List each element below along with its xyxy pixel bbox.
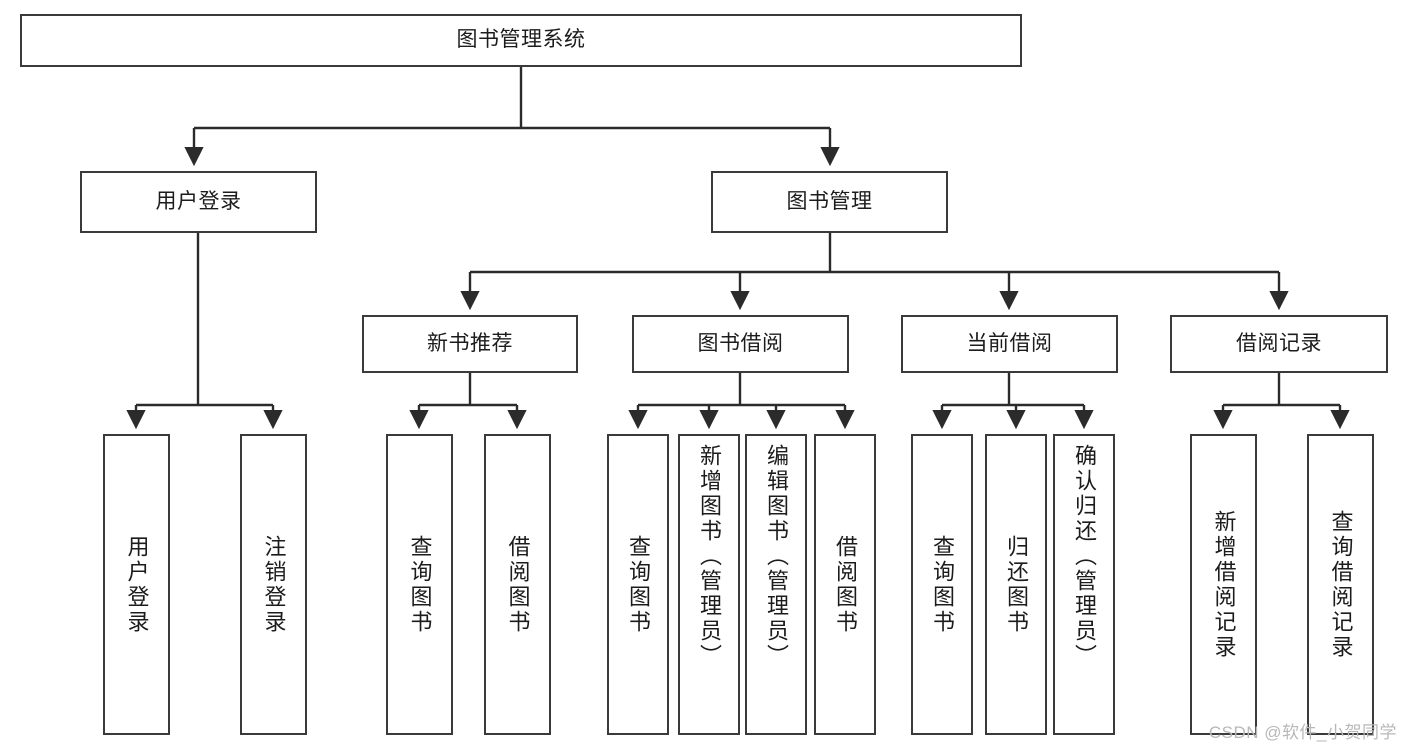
node-new-book-recommend-label: 新书推荐 [427, 331, 513, 355]
watermark-text: CSDN @软件_小贺同学 [1208, 723, 1397, 742]
node-leaf-add-book[interactable]: 新增图书（管理员） [678, 434, 740, 735]
node-leaf-borrow-book[interactable]: 借阅图书 [814, 434, 876, 735]
node-borrow-record-label: 借阅记录 [1236, 331, 1322, 355]
node-user-login-label: 用户登录 [155, 189, 242, 213]
node-leaf-confirm-return-label: 确认归还（管理员） [1072, 444, 1097, 669]
node-leaf-query-book-cur-label: 查询图书 [930, 534, 955, 635]
node-leaf-edit-book[interactable]: 编辑图书（管理员） [745, 434, 807, 735]
node-leaf-query-book-rec-label: 查询图书 [407, 534, 433, 635]
node-leaf-query-book-borrow[interactable]: 查询图书 [607, 434, 669, 735]
node-leaf-query-record[interactable]: 查询借阅记录 [1307, 434, 1374, 735]
node-leaf-query-book-rec[interactable]: 查询图书 [386, 434, 453, 735]
node-new-book-recommend[interactable]: 新书推荐 [362, 315, 578, 373]
node-leaf-query-book-borrow-label: 查询图书 [626, 534, 651, 635]
node-leaf-add-record[interactable]: 新增借阅记录 [1190, 434, 1257, 735]
node-book-management[interactable]: 图书管理 [711, 171, 948, 233]
node-leaf-return-book-label: 归还图书 [1004, 534, 1029, 635]
node-book-borrow[interactable]: 图书借阅 [632, 315, 849, 373]
node-current-borrow-label: 当前借阅 [966, 331, 1053, 355]
node-borrow-record[interactable]: 借阅记录 [1170, 315, 1388, 373]
node-leaf-borrow-book-label: 借阅图书 [833, 534, 858, 635]
node-root[interactable]: 图书管理系统 [20, 14, 1022, 67]
node-leaf-add-book-label: 新增图书（管理员） [697, 444, 722, 669]
node-leaf-user-login[interactable]: 用户登录 [103, 434, 170, 735]
node-leaf-borrow-book-rec[interactable]: 借阅图书 [484, 434, 551, 735]
node-leaf-logout[interactable]: 注销登录 [240, 434, 307, 735]
node-leaf-user-login-label: 用户登录 [124, 534, 150, 635]
node-root-label: 图书管理系统 [456, 28, 586, 52]
node-book-management-label: 图书管理 [786, 189, 873, 213]
node-book-borrow-label: 图书借阅 [697, 331, 784, 355]
node-leaf-confirm-return[interactable]: 确认归还（管理员） [1053, 434, 1115, 735]
node-user-login[interactable]: 用户登录 [80, 171, 317, 233]
node-current-borrow[interactable]: 当前借阅 [901, 315, 1118, 373]
node-leaf-add-record-label: 新增借阅记录 [1211, 509, 1237, 660]
node-leaf-query-book-cur[interactable]: 查询图书 [911, 434, 973, 735]
node-leaf-borrow-book-rec-label: 借阅图书 [505, 534, 531, 635]
node-leaf-query-record-label: 查询借阅记录 [1328, 509, 1354, 660]
node-leaf-logout-label: 注销登录 [261, 534, 287, 635]
node-leaf-edit-book-label: 编辑图书（管理员） [764, 444, 789, 669]
node-leaf-return-book[interactable]: 归还图书 [985, 434, 1047, 735]
